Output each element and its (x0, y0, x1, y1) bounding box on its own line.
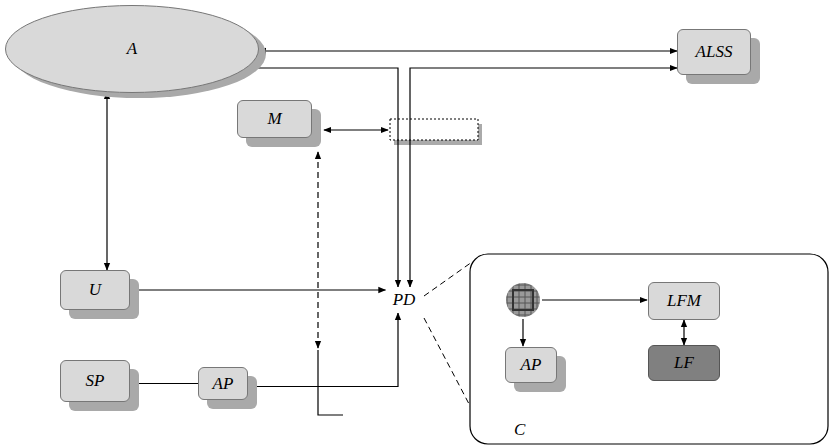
connector (410, 68, 677, 287)
node-label: AP (521, 355, 542, 375)
inset-region (470, 254, 828, 444)
node-label: LF (674, 353, 694, 373)
m-arrow (324, 129, 388, 130)
node-label: A (127, 39, 137, 59)
process-box: M (237, 100, 312, 138)
connector (683, 320, 684, 345)
bracket-line (318, 350, 343, 415)
process-box: ALSS (677, 29, 751, 75)
node-label: SP (86, 371, 105, 391)
connector (259, 50, 677, 51)
node-label: AP (213, 374, 234, 394)
callout-line (424, 262, 472, 296)
connector (130, 289, 386, 290)
chip-arrow (522, 319, 523, 346)
process-box: AP (198, 367, 248, 400)
dashed-link (317, 152, 318, 348)
process-box: LFM (648, 282, 720, 320)
connector (106, 92, 107, 270)
node-label: ALSS (696, 42, 733, 62)
process-box: SP (60, 360, 130, 402)
chip-arrow (542, 299, 647, 300)
node-label: U (89, 280, 101, 300)
node-label: M (267, 109, 281, 129)
chip-icon (506, 283, 540, 317)
node-label: LFM (667, 291, 701, 311)
dotted-box (390, 119, 478, 140)
node-label: PD (393, 290, 416, 310)
process-box: AP (505, 347, 557, 383)
ellipse-node: A (5, 5, 259, 93)
process-box: U (60, 270, 130, 310)
connector (130, 383, 198, 384)
callout-label: C (514, 420, 525, 440)
junction-label: PD (386, 287, 423, 313)
connector (248, 313, 398, 387)
filled-box: LF (648, 345, 720, 381)
